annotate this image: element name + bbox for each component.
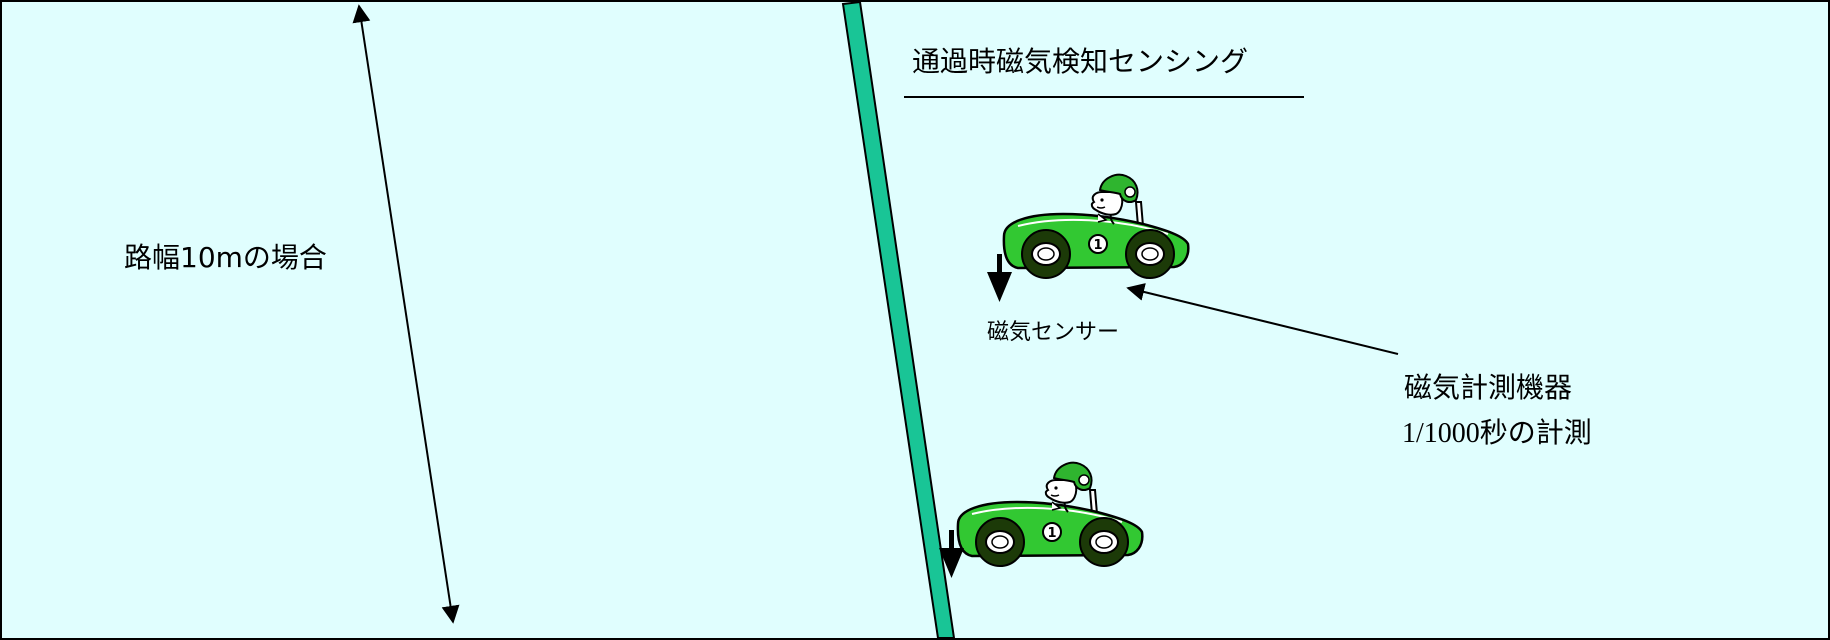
race-car-icon: 1 — [956, 461, 1144, 568]
title-underline — [904, 96, 1304, 98]
down-arrow-icon — [987, 254, 1012, 302]
measurement-precision-label: 1/1000秒の計測 — [1402, 418, 1592, 449]
sensing-stripe — [841, 2, 956, 638]
sensing-title: 通過時磁気検知センシング — [912, 45, 1249, 78]
road-width-label: 路幅10mの場合 — [124, 241, 327, 274]
measurement-device-label: 磁気計測機器 — [1404, 371, 1573, 404]
car-number: 1 — [1093, 238, 1102, 253]
road-width-double-arrow-icon — [352, 4, 460, 624]
pointer-arrow-icon — [1126, 283, 1399, 355]
car-number: 1 — [1047, 526, 1056, 541]
down-arrow-icon — [939, 530, 964, 578]
magnetic-sensor-label: 磁気センサー — [987, 320, 1120, 345]
race-car-icon: 1 — [1002, 173, 1190, 280]
